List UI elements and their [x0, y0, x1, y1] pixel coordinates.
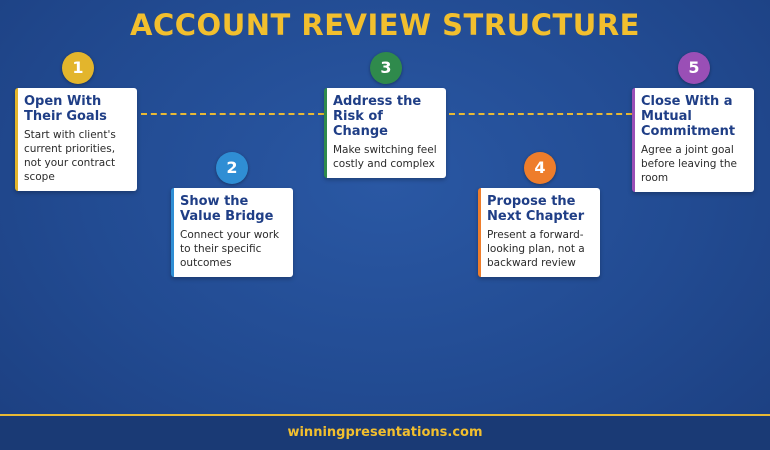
step-5-number-badge: 5 [678, 52, 710, 84]
step-4-card: Propose the Next Chapter Present a forwa… [478, 188, 600, 277]
step-2-title: Show the Value Bridge [180, 194, 274, 224]
step-1-description: Start with client's current priorities, … [24, 129, 116, 183]
step-5-card: Close With a Mutual Commitment Agree a j… [632, 88, 754, 192]
step-5-description: Agree a joint goal before leaving the ro… [641, 144, 737, 184]
step-3-description: Make switching feel costly and complex [333, 144, 437, 170]
step-4-title: Propose the Next Chapter [487, 194, 585, 224]
page-title: ACCOUNT REVIEW STRUCTURE [130, 8, 640, 42]
step-2-number-badge: 2 [216, 152, 248, 184]
timeline-connector [141, 113, 324, 115]
timeline-connector [449, 113, 632, 115]
footer-divider [0, 414, 770, 416]
step-2-description: Connect your work to their specific outc… [180, 229, 280, 269]
step-2-card: Show the Value Bridge Connect your work … [171, 188, 293, 277]
step-1-card: Open With Their Goals Start with client'… [15, 88, 137, 191]
step-3-card: Address the Risk of Change Make switchin… [324, 88, 446, 178]
step-4-number-badge: 4 [524, 152, 556, 184]
step-3-number-badge: 3 [370, 52, 402, 84]
step-1-number-badge: 1 [62, 52, 94, 84]
footer-text: winningpresentations.com [287, 425, 483, 440]
step-5-title: Close With a Mutual Commitment [641, 94, 736, 139]
step-4-description: Present a forward-looking plan, not a ba… [487, 229, 585, 269]
footer-website: winningpresentations.com [0, 416, 770, 450]
step-3-title: Address the Risk of Change [333, 94, 422, 139]
step-1-title: Open With Their Goals [24, 94, 107, 124]
